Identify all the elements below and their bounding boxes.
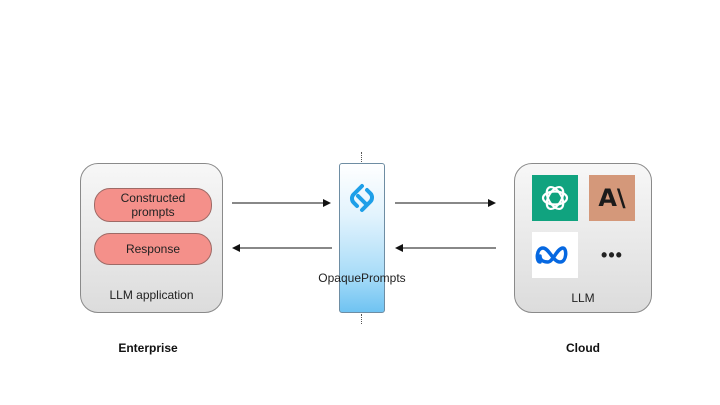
llm-application-box: Constructed prompts Response LLM applica…	[80, 163, 223, 313]
openai-knot-icon	[541, 186, 569, 210]
llm-label: LLM	[571, 291, 595, 305]
response-pill: Response	[94, 233, 212, 265]
llm-application-label: LLM application	[109, 288, 194, 302]
opaqueprompts-bar	[339, 163, 385, 313]
enterprise-section-label: Enterprise	[118, 341, 178, 355]
meta-infinity-icon	[535, 246, 568, 264]
opaqueprompts-label: OpaquePrompts	[318, 271, 406, 285]
openai-logo-icon	[532, 175, 578, 221]
anthropic-logo-icon: A\	[589, 175, 635, 221]
llm-cloud-box: A\ ••• LLM	[514, 163, 652, 313]
opaqueprompts-logo-icon	[350, 184, 374, 212]
bottom-dotted-line	[361, 314, 362, 324]
constructed-prompts-pill: Constructed prompts	[94, 188, 212, 222]
cloud-section-label: Cloud	[566, 341, 600, 355]
meta-logo-icon	[532, 232, 578, 278]
more-icon: •••	[601, 244, 623, 265]
top-dotted-line	[361, 152, 362, 162]
